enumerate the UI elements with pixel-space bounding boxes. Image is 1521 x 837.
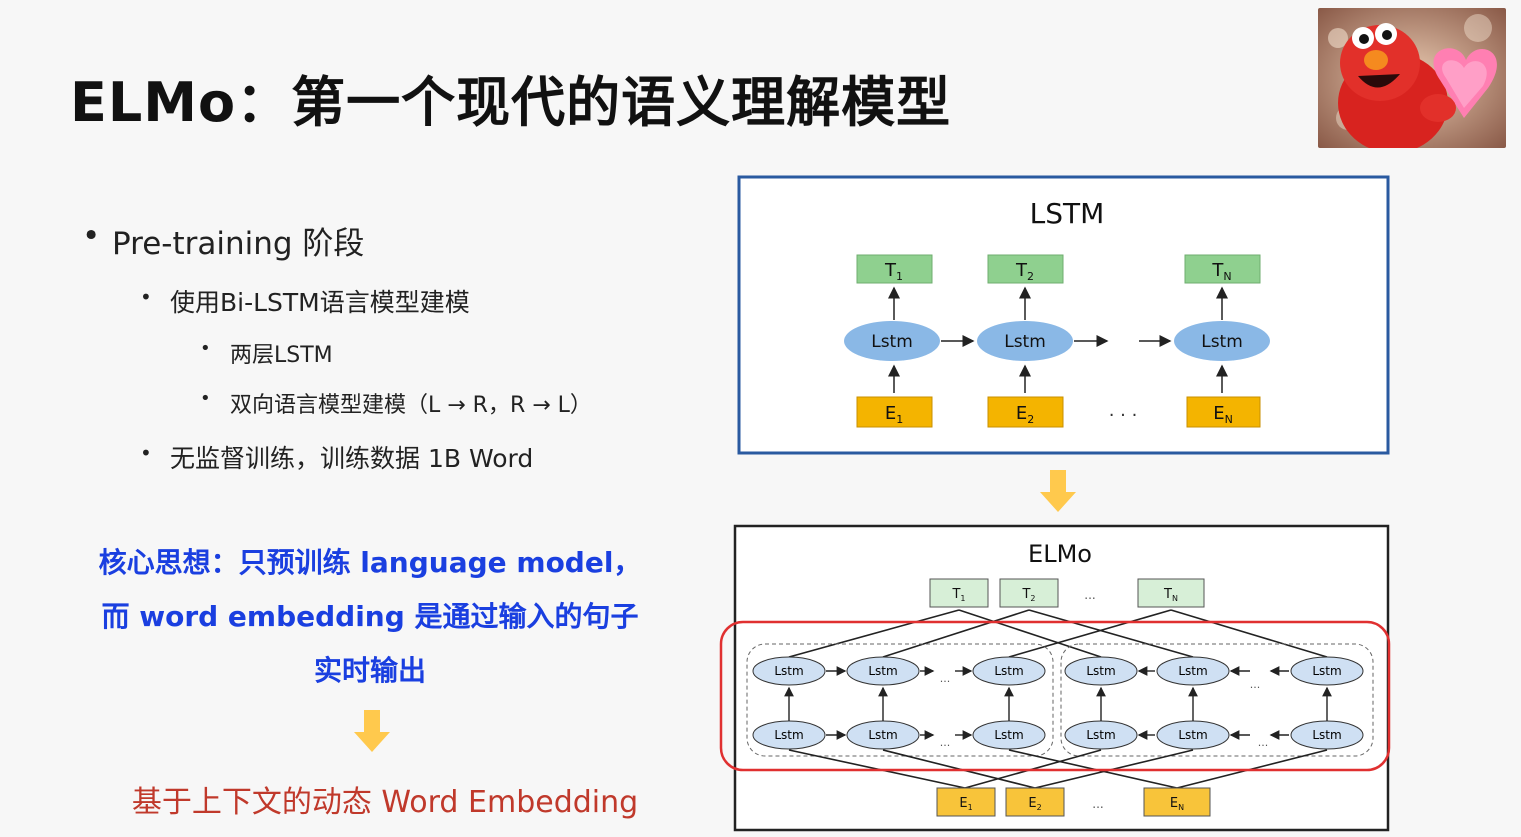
bullet-bidirectional: • 双向语言模型建模（L → R，R → L） <box>200 387 592 419</box>
bullet-bilstm: • 使用Bi-LSTM语言模型建模 <box>140 283 470 319</box>
bullet-dot: • <box>200 338 211 359</box>
elmo-fwd-top-cell-1: Lstm <box>752 656 826 686</box>
svg-text:Lstm: Lstm <box>1201 332 1243 352</box>
lstm-output-1: T1 <box>856 254 933 284</box>
down-arrow-icon <box>354 710 390 752</box>
elmo-bwd-top-cell-2: Lstm <box>1156 656 1230 686</box>
svg-text:T1: T1 <box>951 587 965 603</box>
elmo-photo <box>1318 8 1506 148</box>
lstm-ellipsis: · · · <box>1109 405 1138 426</box>
lstm-cell-1: Lstm <box>844 321 940 361</box>
svg-text:E1: E1 <box>885 403 903 426</box>
core-idea-line2: 而 word embedding 是通过输入的句子 <box>101 600 639 633</box>
svg-text:Lstm: Lstm <box>774 664 803 678</box>
bullet-pretraining: • Pre-training 阶段 <box>82 218 365 263</box>
bullet-dot: • <box>140 285 152 309</box>
svg-text:Lstm: Lstm <box>1086 664 1115 678</box>
backward-lstm-group <box>1060 643 1374 757</box>
bullet-text: 无监督训练，训练数据 1B Word <box>170 444 534 473</box>
lstm-output-n: TN <box>1184 254 1261 284</box>
elmo-ellipsis: ... <box>940 672 951 685</box>
svg-text:Lstm: Lstm <box>1086 728 1115 742</box>
forward-lstm-group <box>746 643 1054 757</box>
elmo-fwd-top-cell-n: Lstm <box>972 656 1046 686</box>
svg-text:Lstm: Lstm <box>774 728 803 742</box>
elmo-input-2: E2 <box>1005 787 1065 817</box>
elmo-ellipsis: ... <box>1250 678 1261 691</box>
svg-text:EN: EN <box>1213 403 1233 426</box>
elmo-bwd-bot-cell-1: Lstm <box>1064 720 1138 750</box>
svg-text:EN: EN <box>1170 796 1184 812</box>
highlight-box <box>719 620 1391 772</box>
svg-text:Lstm: Lstm <box>1004 332 1046 352</box>
bullet-text: 双向语言模型建模（L → R，R → L） <box>230 393 592 418</box>
lstm-output-2: T2 <box>987 254 1064 284</box>
elmo-fwd-bot-cell-2: Lstm <box>846 720 920 750</box>
elmo-fwd-bot-cell-1: Lstm <box>752 720 826 750</box>
bullet-dot: • <box>200 388 211 409</box>
svg-text:Lstm: Lstm <box>994 664 1023 678</box>
bullet-two-layer: • 两层LSTM <box>200 337 333 369</box>
lstm-input-n: EN <box>1186 396 1261 428</box>
svg-text:T2: T2 <box>1021 587 1035 603</box>
elmo-ellipsis: ... <box>1084 588 1095 602</box>
svg-text:T2: T2 <box>1015 260 1034 283</box>
svg-text:E1: E1 <box>959 796 972 812</box>
elmo-fwd-bot-cell-n: Lstm <box>972 720 1046 750</box>
lstm-cell-2: Lstm <box>977 321 1073 361</box>
lstm-diagram: LSTM T1 T2 TN Lstm Lstm Lstm E1 <box>737 175 1390 455</box>
bullet-text: 使用Bi-LSTM语言模型建模 <box>170 288 470 317</box>
bullet-dot: • <box>82 218 101 254</box>
svg-text:E2: E2 <box>1028 796 1041 812</box>
lstm-input-2: E2 <box>987 396 1064 428</box>
svg-text:Lstm: Lstm <box>868 728 897 742</box>
lstm-cell-n: Lstm <box>1174 321 1270 361</box>
svg-text:Lstm: Lstm <box>868 664 897 678</box>
svg-text:TN: TN <box>1163 587 1178 603</box>
elmo-input-n: EN <box>1143 787 1211 817</box>
bullet-text: Pre-training 阶段 <box>112 226 365 262</box>
core-idea-line3: 实时输出 <box>313 654 426 687</box>
result-text: 基于上下文的动态 Word Embedding <box>131 785 639 820</box>
svg-text:Lstm: Lstm <box>871 332 913 352</box>
bullet-unsupervised: • 无监督训练，训练数据 1B Word <box>140 439 534 475</box>
svg-text:E2: E2 <box>1016 403 1034 426</box>
core-idea-line1: 核心思想：只预训练 language model， <box>98 546 642 579</box>
elmo-bwd-bot-cell-2: Lstm <box>1156 720 1230 750</box>
svg-text:Lstm: Lstm <box>1178 664 1207 678</box>
svg-text:Lstm: Lstm <box>994 728 1023 742</box>
svg-text:T1: T1 <box>884 260 903 283</box>
svg-text:Lstm: Lstm <box>1312 664 1341 678</box>
elmo-input-1: E1 <box>936 787 996 817</box>
elmo-bwd-bot-cell-n: Lstm <box>1290 720 1364 750</box>
elmo-ellipsis: ... <box>1258 736 1269 749</box>
elmo-ellipsis: ... <box>1092 797 1103 811</box>
core-idea: 核心思想：只预训练 language model， 而 word embeddi… <box>70 536 670 698</box>
svg-text:Lstm: Lstm <box>1312 728 1341 742</box>
svg-text:TN: TN <box>1211 260 1231 283</box>
elmo-fwd-top-cell-2: Lstm <box>846 656 920 686</box>
elmo-title: ELMo <box>1028 540 1092 568</box>
bullet-dot: • <box>140 441 152 465</box>
elmo-output-n: TN <box>1137 578 1205 608</box>
lstm-title: LSTM <box>1030 197 1105 230</box>
svg-text:Lstm: Lstm <box>1178 728 1207 742</box>
elmo-bwd-top-cell-n: Lstm <box>1290 656 1364 686</box>
bullet-text: 两层LSTM <box>230 343 333 368</box>
elmo-diagram: ELMo T1 T2 ... TN Lstm Lstm Lstm Lstm Ls… <box>719 524 1391 832</box>
elmo-output-1: T1 <box>929 578 989 608</box>
elmo-bwd-top-cell-1: Lstm <box>1064 656 1138 686</box>
down-arrow-icon <box>1040 470 1076 512</box>
slide-title: ELMo：第一个现代的语义理解模型 <box>70 71 952 134</box>
elmo-ellipsis: ... <box>940 736 951 749</box>
elmo-output-2: T2 <box>999 578 1059 608</box>
lstm-input-1: E1 <box>856 396 933 428</box>
